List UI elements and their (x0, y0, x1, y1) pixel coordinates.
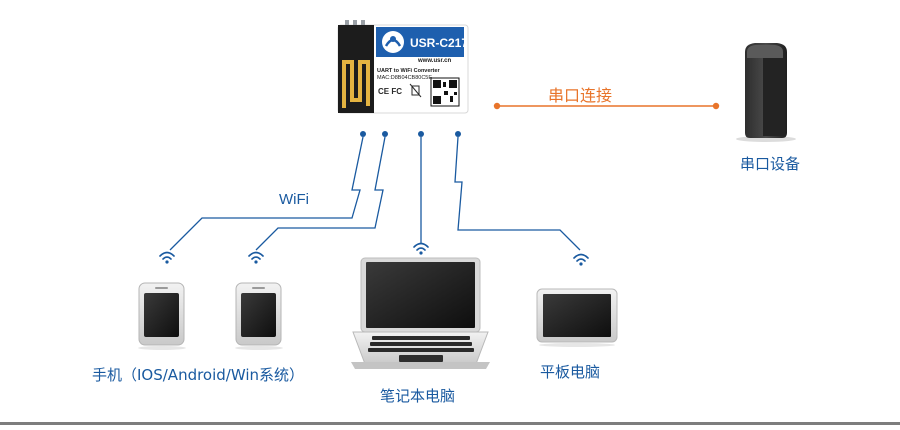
module-cert-marks: CE FC (378, 87, 402, 96)
antenna-trace (342, 60, 370, 108)
module-subtitle: UART to WiFi Converter (377, 68, 440, 74)
wifi-module: USR-C217 www.usr.cn UART to WiFi Convert… (337, 20, 469, 114)
serial-device-icon (736, 43, 796, 142)
tablet-icon (536, 288, 618, 347)
wifi-signal-icon (159, 242, 589, 266)
wifi-link-endpoints (360, 131, 461, 137)
qr-code-icon (430, 77, 460, 107)
laptop-label: 笔记本电脑 (380, 387, 456, 405)
module-model: USR-C217 (410, 36, 468, 50)
bottom-divider (0, 422, 900, 425)
tablet-label: 平板电脑 (540, 363, 601, 381)
serial-device-label: 串口设备 (740, 155, 801, 173)
smartphone-icon (235, 282, 283, 350)
phone-label: 手机（IOS/Android/Win系统） (92, 366, 305, 384)
usr-logo-icon (382, 31, 404, 53)
recycle-bin-icon (409, 83, 422, 98)
smartphone-icon (138, 282, 186, 350)
wifi-links (169, 136, 581, 251)
laptop-icon (351, 257, 490, 369)
wifi-label: WiFi (279, 191, 309, 208)
module-website: www.usr.cn (417, 58, 451, 64)
module-pins (345, 20, 365, 25)
module-mac: MAC:D8B04CB80C5E (377, 75, 432, 81)
serial-connection-line (493, 102, 720, 110)
serial-connection-label: 串口连接 (548, 86, 613, 105)
